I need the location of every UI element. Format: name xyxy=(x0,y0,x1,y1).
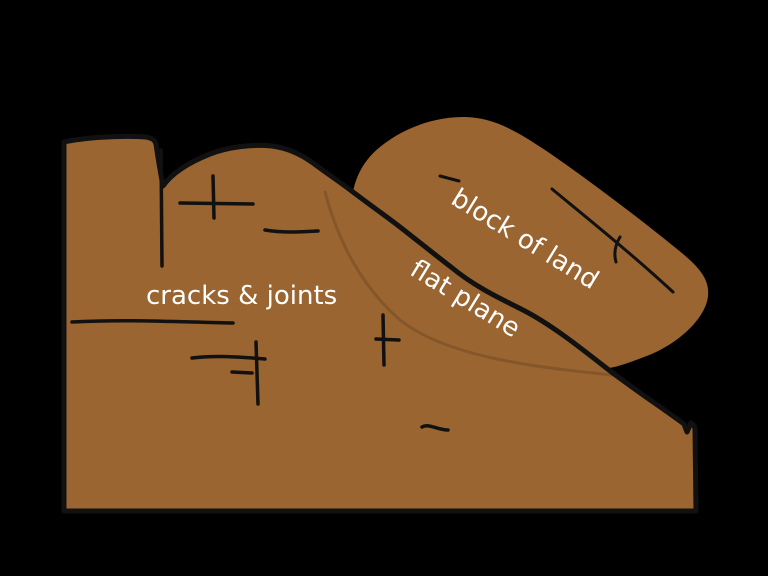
crack-mark-plus-vertical xyxy=(211,174,216,220)
crack-mark-vertical-joint-2 xyxy=(254,340,260,406)
label-cracks-and-joints: cracks & joints xyxy=(146,281,338,311)
crack-mark-block-long-line xyxy=(550,187,675,294)
crack-marks xyxy=(70,148,450,432)
crack-mark-vertical-joint xyxy=(159,148,164,268)
crack-mark-plus-horizontal xyxy=(178,201,255,206)
crack-mark-dash xyxy=(263,228,320,234)
crack-mark-block-dash xyxy=(438,174,461,183)
crack-mark-short-tick xyxy=(230,370,254,375)
crack-mark-long-horizontal xyxy=(70,318,235,325)
crack-mark-block-tick xyxy=(613,235,622,264)
flat-plane-contour-line xyxy=(323,190,614,377)
main-landmass-shape xyxy=(61,133,699,514)
crack-mark-wavy-dash xyxy=(420,424,450,432)
crack-mark-cross-horizontal xyxy=(374,337,401,342)
block-of-land-shape xyxy=(351,116,709,369)
block-crack-marks xyxy=(438,174,675,294)
